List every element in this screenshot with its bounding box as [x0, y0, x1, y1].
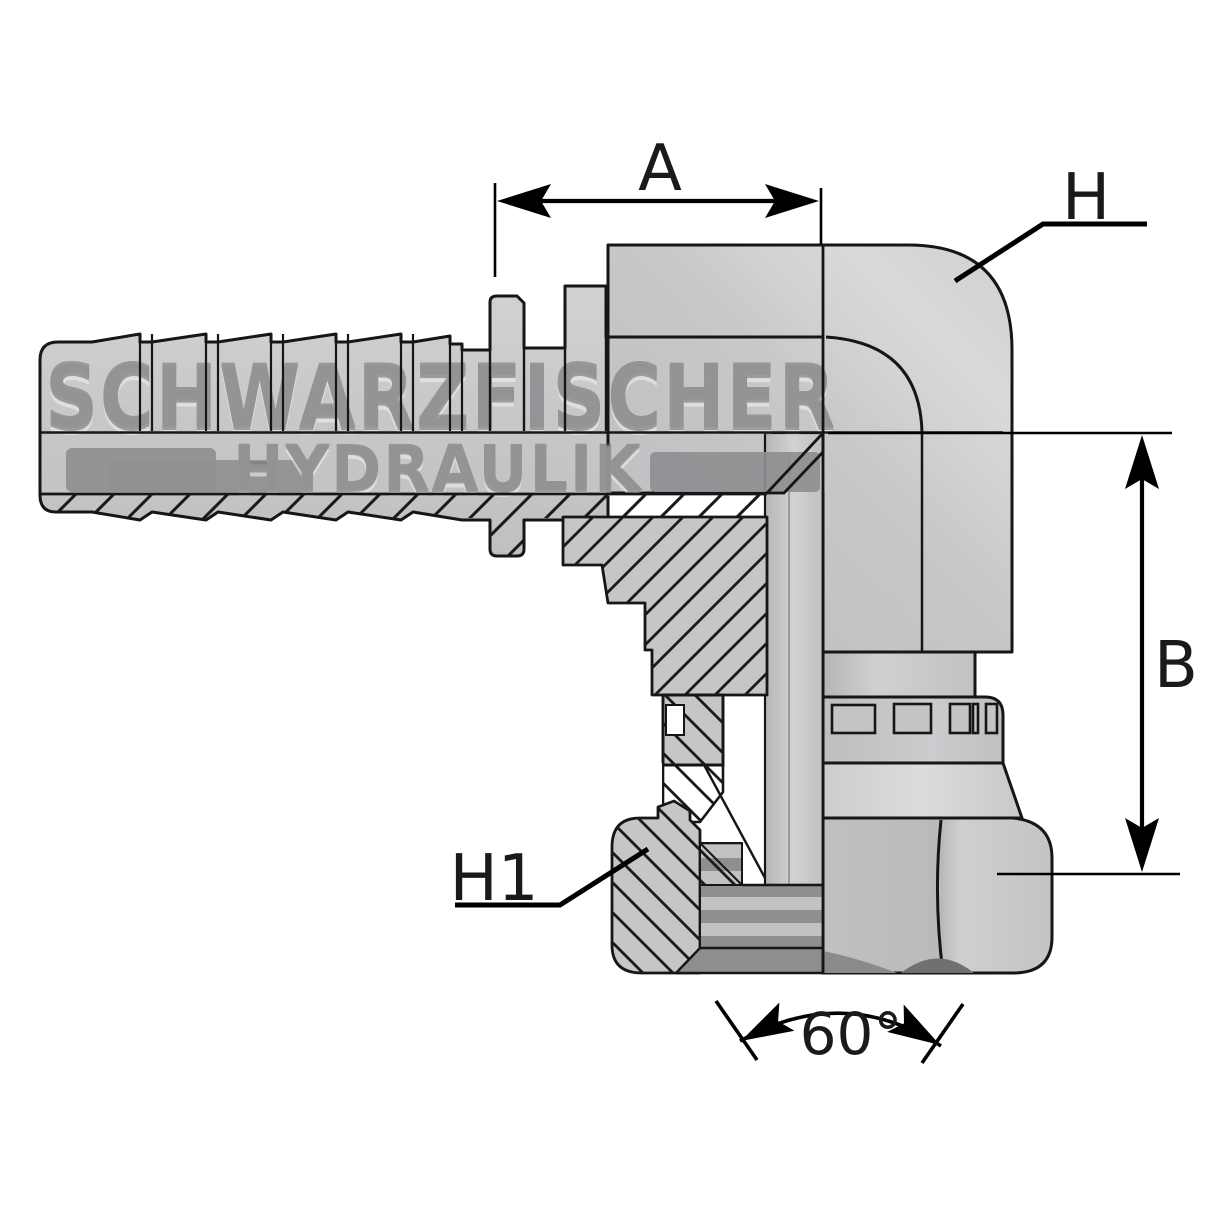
- taper-cone: [821, 761, 1025, 820]
- neck: [821, 650, 977, 699]
- watermark-line1-light: SCHWARZFISCHER: [45, 352, 837, 455]
- dimension-b: B: [828, 431, 1198, 876]
- cone-inner-edge: [701, 762, 767, 879]
- elbow-inner-arc: [825, 335, 924, 434]
- hex-bottom-shadow-left: [823, 951, 897, 973]
- arc-arrowhead-right: [887, 1004, 940, 1045]
- watermark-bar-left-notch: [108, 460, 308, 492]
- collar-section: [661, 693, 725, 767]
- thread-chamfer-hatch: [699, 840, 745, 886]
- dim-a-label: A: [638, 132, 682, 206]
- dim-b-label: B: [1154, 629, 1198, 703]
- dim-h-label: H: [1062, 161, 1110, 235]
- dimension-h: H: [953, 161, 1147, 284]
- swivel-gap-slot: [637, 760, 662, 828]
- dim-h1-label: H1: [450, 842, 539, 916]
- dimension-h1: H1: [450, 842, 650, 916]
- arrowhead-up: [1125, 435, 1159, 489]
- arrowhead-left: [497, 184, 551, 218]
- section-bottom-band: [674, 946, 825, 975]
- collar-section-notch: [665, 704, 685, 736]
- collar-wrench-slots: [830, 702, 999, 735]
- watermark: SCHWARZFISCHER SCHWARZFISCHER SCHWARZFIS…: [45, 345, 837, 511]
- arrowhead-down: [1125, 818, 1159, 872]
- dimension-angle: 60°: [714, 999, 965, 1068]
- dim-angle-label: 60°: [800, 1000, 903, 1068]
- watermark-line1-shadow: SCHWARZFISCHER: [45, 345, 837, 448]
- hex-face-split: [935, 819, 945, 974]
- watermark-line1: SCHWARZFISCHER: [45, 348, 837, 451]
- dimension-a: A: [493, 132, 823, 277]
- arc-arrowhead-left: [741, 1002, 795, 1041]
- nut-section-hatch: [612, 801, 700, 973]
- elbow-section-staircase-hatch: [563, 517, 767, 695]
- hex-bottom-shadow-mid: [901, 958, 974, 973]
- arrowhead-right: [765, 184, 819, 218]
- inner-tube-section: [763, 431, 825, 887]
